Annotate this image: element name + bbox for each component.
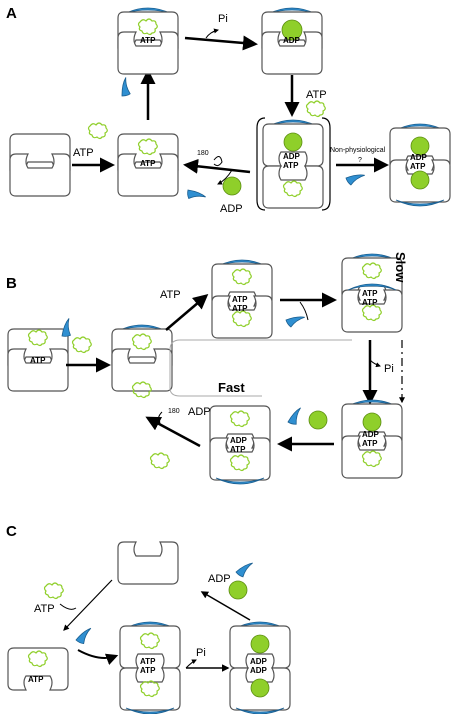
a-question-label: ?: [358, 157, 362, 164]
a-adp-label: ADP: [220, 203, 243, 215]
a-top-right-nuc: ADP: [283, 36, 301, 45]
panel-c-letter: C: [6, 523, 17, 540]
a-adp-ball: [222, 176, 242, 196]
b-top-center-nuc-1: ATP: [232, 295, 248, 304]
b-fast-box: [169, 339, 352, 397]
c-right-nuc-1: ADP: [250, 657, 268, 666]
b-bottom-right-dimer: [341, 399, 403, 479]
b-top-center-nuc-2: ATP: [232, 304, 248, 313]
panel-b-letter: B: [6, 275, 17, 292]
a-atp-right-label: ATP: [306, 89, 327, 101]
c-flap-out: [234, 562, 256, 579]
b-atp-blob-back: [149, 452, 170, 470]
a-arrow-pi: [184, 35, 258, 51]
b-flap-curl: [299, 301, 309, 321]
c-right-dimer: [229, 621, 291, 714]
a-arrow-back: [183, 158, 251, 174]
a-flap-left: [116, 77, 137, 100]
a-adp-curl: [217, 169, 233, 185]
b-fast-label: Fast: [218, 380, 245, 395]
a-right-nuc-top: ADP: [410, 153, 428, 162]
c-center-nuc-2: ATP: [140, 666, 156, 675]
c-adp-ball: [228, 580, 248, 600]
c-arrow-mid: [77, 649, 119, 665]
b-arrow-back: [145, 416, 201, 448]
b-atp-blob-in: [71, 336, 92, 354]
b-arrow-2: [165, 294, 209, 331]
c-left-nuc: ATP: [28, 675, 44, 684]
b-flap-release: [284, 407, 307, 428]
b-rot-arrow: [155, 411, 163, 425]
a-top-left-nuc: ATP: [140, 36, 156, 45]
c-pi-curl: [185, 659, 197, 669]
a-pi-curl: [205, 28, 219, 39]
b-top-right-nuc-2: ATP: [362, 298, 378, 307]
a-bracket-nuc-top: ADP: [283, 152, 301, 161]
b-bottom-mid-nuc-1: ADP: [230, 436, 248, 445]
c-atp-blob: [43, 582, 64, 600]
c-right-nuc-2: ADP: [250, 666, 268, 675]
b-bottom-right-nuc-1: ADP: [362, 430, 380, 439]
a-atp-right-blob: [305, 100, 326, 118]
a-flap-release: [183, 185, 207, 207]
c-atp-label: ATP: [34, 603, 55, 615]
a-rot-label: 180: [197, 150, 209, 157]
panel-a-letter: A: [6, 5, 17, 22]
b-pi-label: Pi: [384, 363, 394, 375]
a-bracket-left: [256, 117, 266, 211]
b-adp-label: ADP: [188, 406, 211, 418]
b-adp-ball: [308, 410, 328, 430]
c-arrow-out: [200, 591, 251, 621]
c-atp-curl: [59, 603, 77, 610]
b-top-right-nuc-1: ATP: [362, 289, 378, 298]
a-right-dimer: [389, 123, 451, 207]
a-right-nuc-bottom: ATP: [410, 162, 426, 171]
c-pi-label: Pi: [196, 647, 206, 659]
b-first-nuc: ATP: [30, 356, 46, 365]
a-bracket-dimer: [262, 119, 324, 209]
a-bracket-right: [321, 117, 331, 211]
a-atp-left-blob: [87, 122, 108, 140]
c-flap-in: [73, 627, 96, 647]
a-nonphys-label: Non-physiological: [330, 147, 386, 154]
a-rot-arrow: [213, 156, 223, 167]
b-bottom-mid-nuc-2: ATP: [230, 445, 246, 454]
b-flap-out: [284, 313, 306, 330]
a-pi-label: Pi: [218, 13, 228, 25]
a-empty-dimer: [9, 133, 71, 197]
a-mid-nuc: ATP: [140, 159, 156, 168]
b-bottom-right-nuc-2: ATP: [362, 439, 378, 448]
a-flap-np: [344, 171, 366, 188]
b-second-dimer: [111, 324, 173, 399]
a-atp-left-label: ATP: [73, 147, 94, 159]
b-slow-label: Slow: [393, 252, 408, 283]
b-rot-label: 180: [168, 408, 180, 415]
b-atp-label: ATP: [160, 289, 181, 301]
c-adp-label: ADP: [208, 573, 231, 585]
a-top-right-dimer: [261, 7, 323, 75]
c-free-half: [117, 541, 179, 585]
a-bracket-nuc-bottom: ATP: [283, 161, 299, 170]
c-center-nuc-1: ATP: [140, 657, 156, 666]
c-arrow-in: [63, 579, 113, 631]
b-pi-curl: [369, 359, 381, 368]
